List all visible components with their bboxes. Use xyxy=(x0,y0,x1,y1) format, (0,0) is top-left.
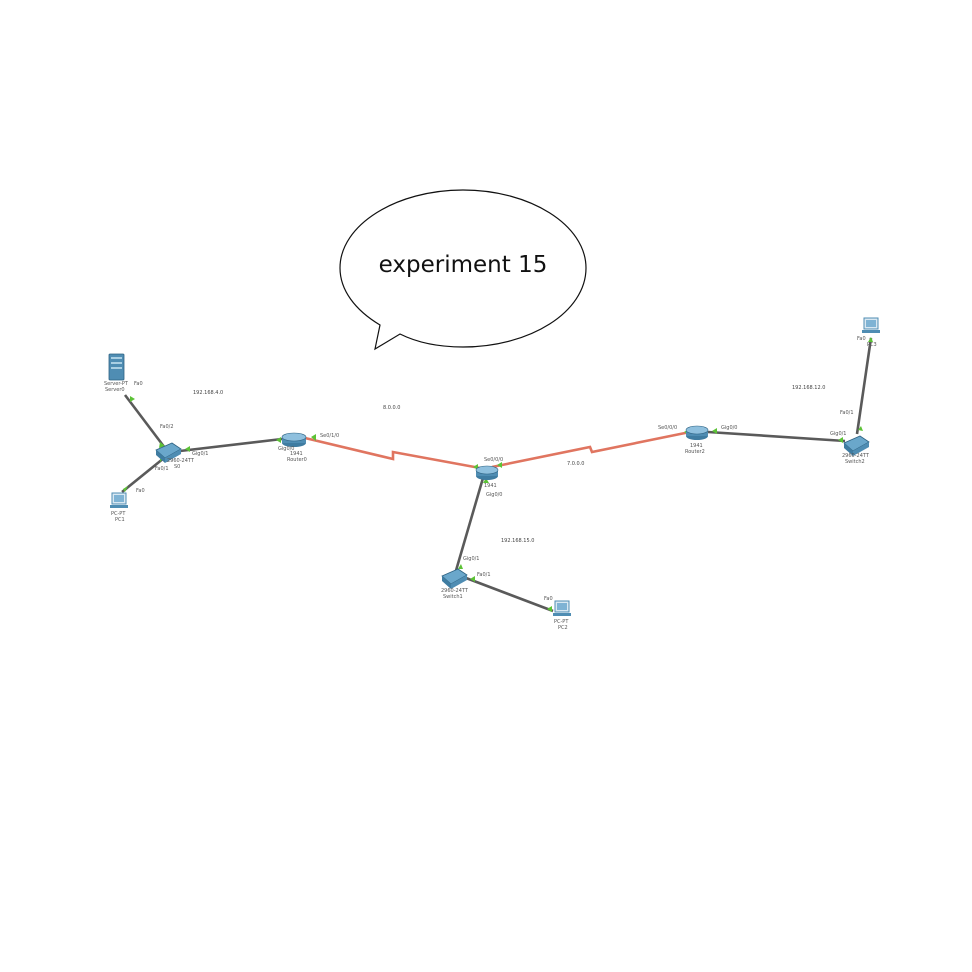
port-label: Fa0 xyxy=(136,488,145,494)
link-pc1-switch0[interactable] xyxy=(121,456,165,494)
pc2-name: PC2 xyxy=(558,625,568,631)
switch1-name: Switch1 xyxy=(443,594,463,600)
callout-text: experiment 15 xyxy=(378,252,548,278)
serial-router0-router1[interactable] xyxy=(304,436,481,470)
port-label: Gig0/0 xyxy=(721,425,738,431)
speech-bubble xyxy=(339,189,587,351)
port-label: Fa0 xyxy=(544,596,553,602)
network-label-wan-left: 8.0.0.0 xyxy=(383,405,401,411)
network-label-bottom: 192.168.15.0 xyxy=(501,538,535,544)
pc3-port: Fa0 xyxy=(857,336,866,342)
router-icon[interactable] xyxy=(475,465,499,480)
switch0-model: 2960-24TT xyxy=(167,458,194,464)
link-switch1-pc2[interactable] xyxy=(465,576,554,613)
pc-icon[interactable] xyxy=(553,600,571,616)
server0-name: Server0 xyxy=(105,387,125,393)
switch-icon[interactable] xyxy=(843,435,870,456)
port-label: Gig0/0 xyxy=(486,492,503,498)
network-label-wan-right: 7.0.0.0 xyxy=(567,461,585,467)
pc3-name: PC3 xyxy=(867,342,877,348)
port-label: Fa0/2 xyxy=(160,424,174,430)
pc2-model: PC-PT xyxy=(554,619,569,625)
switch2-model: 2960-24TT xyxy=(842,453,869,459)
port-label: Gig0/1 xyxy=(192,451,209,457)
switch2-name: Switch2 xyxy=(845,459,865,465)
pc1-name: PC1 xyxy=(115,517,125,523)
port-label: Fa0/1 xyxy=(155,466,169,472)
port-label: Gig0/1 xyxy=(463,556,480,562)
port-label: Se0/0/0 xyxy=(484,457,504,463)
router1-model: 1941 xyxy=(484,483,497,489)
link-router2-switch2[interactable] xyxy=(707,430,846,443)
network-label-right: 192.168.12.0 xyxy=(792,385,826,391)
pc1-model: PC-PT xyxy=(111,511,126,517)
port-label: Gig0/1 xyxy=(830,431,847,437)
router2-name: Router2 xyxy=(685,449,705,455)
serial-router1-router2[interactable] xyxy=(491,430,691,469)
network-label-left: 192.168.4.0 xyxy=(193,390,224,396)
link-router1-switch1[interactable] xyxy=(453,477,485,575)
router-icon[interactable] xyxy=(685,425,709,440)
pc-icon[interactable] xyxy=(862,317,880,333)
switch0-extra: S0 xyxy=(174,464,181,470)
switch-icon[interactable] xyxy=(155,442,182,463)
port-label: Gig0/0 xyxy=(278,446,295,452)
pc-icon[interactable] xyxy=(110,492,128,508)
switch-icon[interactable] xyxy=(441,568,468,589)
link-server0-switch0[interactable] xyxy=(123,394,167,449)
port-label: Se0/1/0 xyxy=(320,433,340,439)
port-label: Fa0/1 xyxy=(840,410,854,416)
port-label: Fa0 xyxy=(134,381,143,387)
switch1-model: 2960-24TT xyxy=(441,588,468,594)
server-icon[interactable] xyxy=(108,353,125,381)
link-switch0-router0[interactable] xyxy=(179,437,283,453)
router0-name: Router0 xyxy=(287,457,307,463)
router0-model: 1941 xyxy=(290,451,303,457)
port-label: Fa0/1 xyxy=(477,572,491,578)
server0-model: Server-PT xyxy=(104,381,128,387)
port-label: Se0/0/0 xyxy=(658,425,678,431)
link-switch2-pc3[interactable] xyxy=(855,337,873,435)
router2-model: 1941 xyxy=(690,443,703,449)
router-icon[interactable] xyxy=(281,432,307,447)
